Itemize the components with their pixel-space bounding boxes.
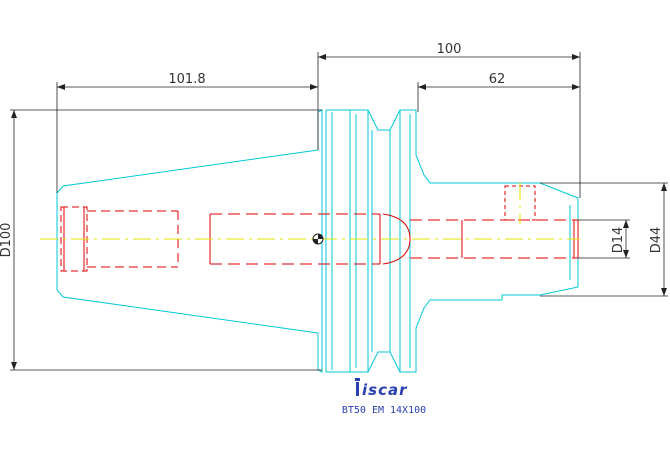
dim-taper-length: 101.8 [168,72,205,87]
taper-shank [56,149,319,334]
drawing-caption: BT50 EM 14X100 [342,405,426,416]
center-mark [312,233,324,245]
dim-bore-diameter: D14 [611,227,626,254]
dim-flange-diameter: D100 [0,223,14,258]
projection-body [501,182,579,300]
dim-projection-length: 62 [489,72,506,87]
iscar-logo: iscar [355,378,408,399]
dim-body-diameter: D44 [649,227,664,254]
logo-text: iscar [362,381,408,399]
centerlines [40,182,580,240]
dimension-arrows [11,54,667,370]
hidden-lines [60,185,579,272]
bore-dome [382,213,411,265]
flange-body [325,109,502,373]
dim-total-length: 100 [437,42,462,57]
